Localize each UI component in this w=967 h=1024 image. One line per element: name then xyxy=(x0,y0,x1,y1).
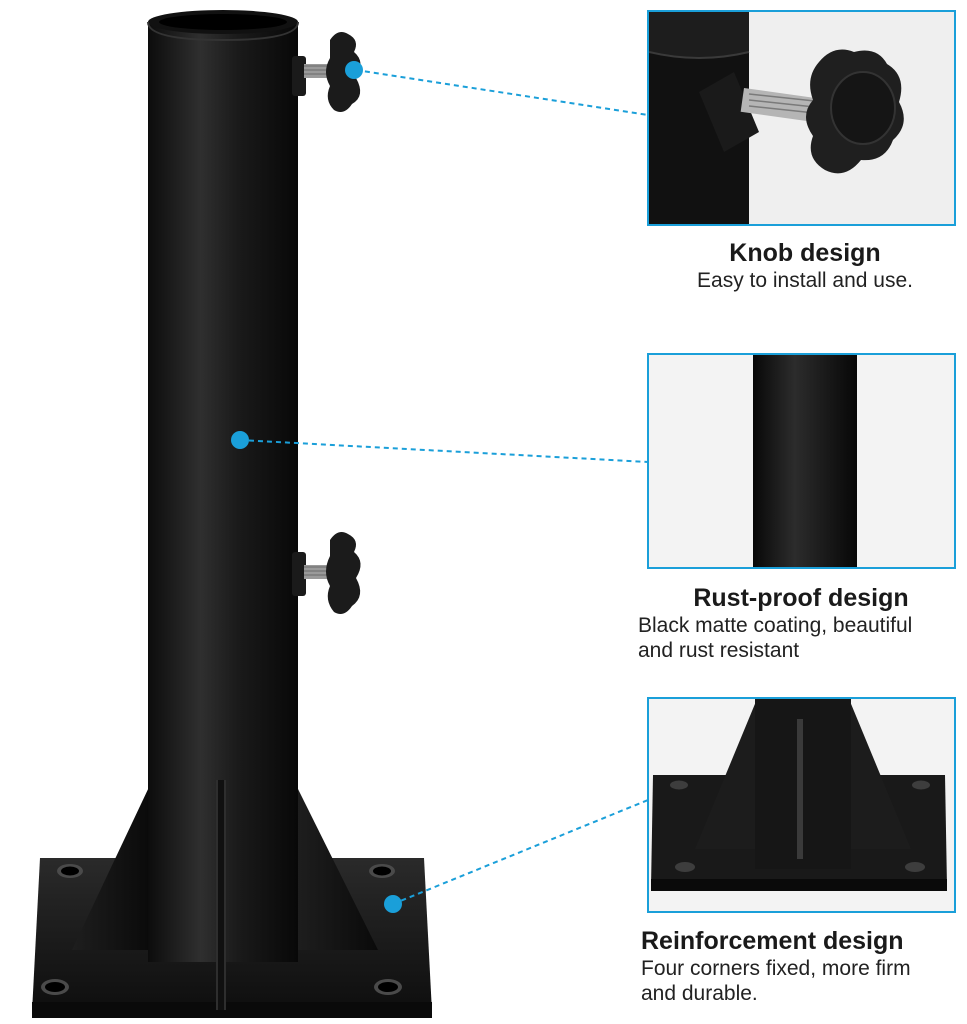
knob-bottom-icon xyxy=(292,532,361,614)
gusset-left xyxy=(72,785,150,950)
tube-closeup-icon xyxy=(649,355,954,567)
callout-line-reinforcement xyxy=(392,799,649,905)
callout-line-knob xyxy=(355,69,649,116)
feature-desc-reinforcement-line2: and durable. xyxy=(641,982,758,1005)
caption-knob: Knob design Easy to install and use. xyxy=(647,238,963,293)
base-closeup-icon xyxy=(649,699,954,911)
knob-closeup-icon xyxy=(649,12,954,224)
caption-rust: Rust-proof design Black matte coating, b… xyxy=(638,583,964,663)
detail-panel-reinforcement xyxy=(647,697,956,913)
detail-panel-rust xyxy=(647,353,956,569)
gusset-right xyxy=(296,785,378,950)
knob-top-icon xyxy=(292,32,361,112)
caption-reinforcement: Reinforcement design Four corners fixed,… xyxy=(641,926,967,1006)
feature-desc-reinforcement-line1: Four corners fixed, more firm xyxy=(641,957,911,980)
callout-dot-icon xyxy=(384,895,402,913)
feature-desc-rust-line1: Black matte coating, beautiful xyxy=(638,614,913,637)
tube xyxy=(147,10,299,1010)
callout-dot-icon xyxy=(231,431,249,449)
detail-panel-knob xyxy=(647,10,956,226)
feature-title-rust: Rust-proof design xyxy=(693,584,909,612)
feature-desc-rust-line2: and rust resistant xyxy=(638,639,800,662)
callout-dot-icon xyxy=(345,61,363,79)
feature-desc-knob-line1: Easy to install and use. xyxy=(697,269,913,292)
callout-line-rust xyxy=(239,439,649,463)
feature-title-knob: Knob design xyxy=(729,239,881,267)
feature-title-reinforcement: Reinforcement design xyxy=(641,927,904,955)
